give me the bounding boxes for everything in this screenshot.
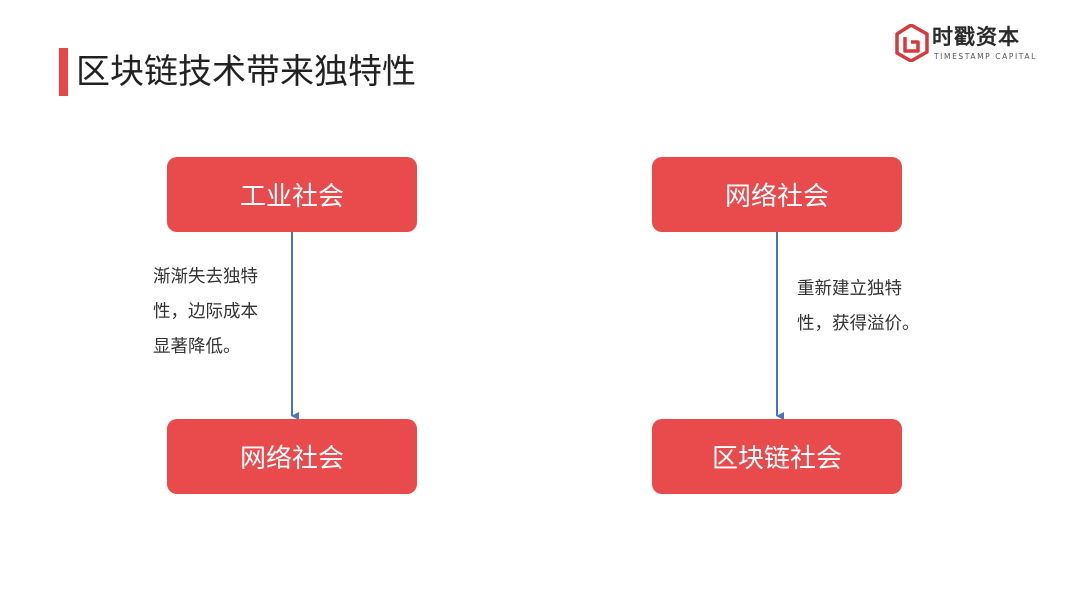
title-accent-bar (59, 48, 68, 96)
timestamp-logo-icon (895, 24, 929, 62)
node-network-society-right: 网络社会 (652, 157, 902, 232)
right-transition-description: 重新建立独特 性，获得溢价。 (797, 279, 920, 334)
left-transition-description: 渐渐失去独特 性，边际成本 显著降低。 (153, 267, 258, 357)
logo-name-en: TIMESTAMP CAPITAL (934, 52, 1037, 61)
logo-name-cn: 时戳资本 (932, 25, 1020, 49)
node-network-society-left: 网络社会 (167, 419, 417, 494)
node-industrial-society: 工业社会 (167, 157, 417, 232)
page-title: 区块链技术带来独特性 (76, 52, 416, 92)
node-blockchain-society: 区块链社会 (652, 419, 902, 494)
company-logo: 时戳资本 TIMESTAMP CAPITAL (894, 22, 1044, 66)
